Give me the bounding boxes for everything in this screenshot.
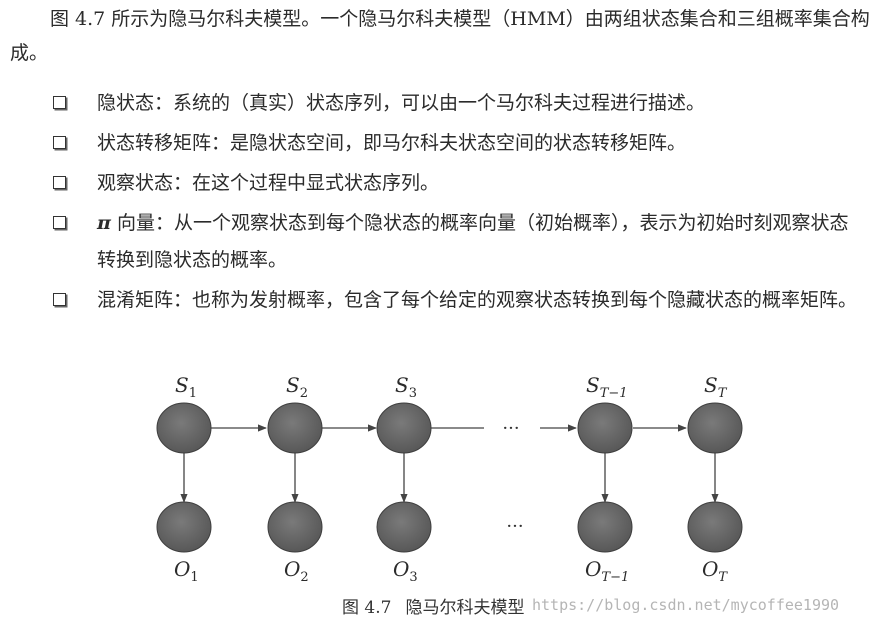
bullet-text: 向量：从一个观察状态到每个隐状态的概率向量（初始概率），表示为初始时刻观察状态转… [97,212,849,271]
bullet-item-confusion-matrix: 混淆矩阵：也称为发射概率，包含了每个给定的观察状态转换到每个隐藏状态的概率矩阵。 [0,282,886,319]
watermark-url: https://blog.csdn.net/mycoffee1990 [532,596,840,614]
checkbox-bullet-icon [53,136,66,149]
bullet-item-observed-states: 观察状态：在这个过程中显式状态序列。 [0,165,886,202]
observation-label: O3 [393,557,418,585]
bullet-item-hidden-states: 隐状态：系统的（真实）状态序列，可以由一个马尔科夫过程进行描述。 [0,85,886,122]
observation-label: O1 [174,557,199,585]
hidden-state-label: S3 [395,373,417,401]
observation-node [376,501,432,553]
observation-ellipsis: ··· [506,516,523,537]
hidden-state-label: ST [704,373,728,401]
hidden-state-label: S1 [175,373,197,401]
bullet-text: 隐状态：系统的（真实）状态序列，可以由一个马尔科夫过程进行描述。 [97,92,706,114]
hidden-ellipsis: ··· [502,418,519,439]
figure-title: 隐马尔科夫模型 [405,598,525,618]
pi-symbol: π [97,212,111,234]
observation-node [687,501,743,553]
bullet-text: 状态转移矩阵：是隐状态空间，即马尔科夫状态空间的状态转移矩阵。 [97,132,687,154]
intro-paragraph: 图 4.7 所示为隐马尔科夫模型。一个隐马尔科夫模型（HMM）由两组状态集合和三… [10,8,870,64]
bullet-text: 观察状态：在这个过程中显式状态序列。 [97,172,440,194]
observation-node [577,501,633,553]
checkbox-bullet-icon [53,176,66,189]
checkbox-bullet-icon [53,96,66,109]
observation-node [156,501,212,553]
hidden-state-node [687,402,743,454]
hmm-diagram: ··· ··· S1 S2 S3 ST−1 ST O1 O2 O3 OT−1 O… [0,360,886,590]
figure-number: 图 4.7 [342,598,392,618]
hidden-state-node [156,402,212,454]
hidden-state-node [376,402,432,454]
hidden-state-node [267,402,323,454]
figure-caption: 图 4.7 隐马尔科夫模型 [342,596,524,620]
checkbox-bullet-icon [53,216,66,229]
bullet-text: 混淆矩阵：也称为发射概率，包含了每个给定的观察状态转换到每个隐藏状态的概率矩阵。 [97,289,858,311]
observation-label: O2 [284,557,309,585]
hidden-state-node [577,402,633,454]
hidden-state-label: S2 [286,373,308,401]
bullet-item-transition-matrix: 状态转移矩阵：是隐状态空间，即马尔科夫状态空间的状态转移矩阵。 [0,125,886,162]
hidden-state-label: ST−1 [586,373,628,401]
observation-label: OT−1 [585,557,629,585]
bullet-item-pi-vector: π 向量：从一个观察状态到每个隐状态的概率向量（初始概率），表示为初始时刻观察状… [0,205,886,279]
observation-node [267,501,323,553]
bullet-list: 隐状态：系统的（真实）状态序列，可以由一个马尔科夫过程进行描述。 状态转移矩阵：… [0,85,886,322]
checkbox-bullet-icon [53,293,66,306]
observation-label: OT [702,557,728,585]
